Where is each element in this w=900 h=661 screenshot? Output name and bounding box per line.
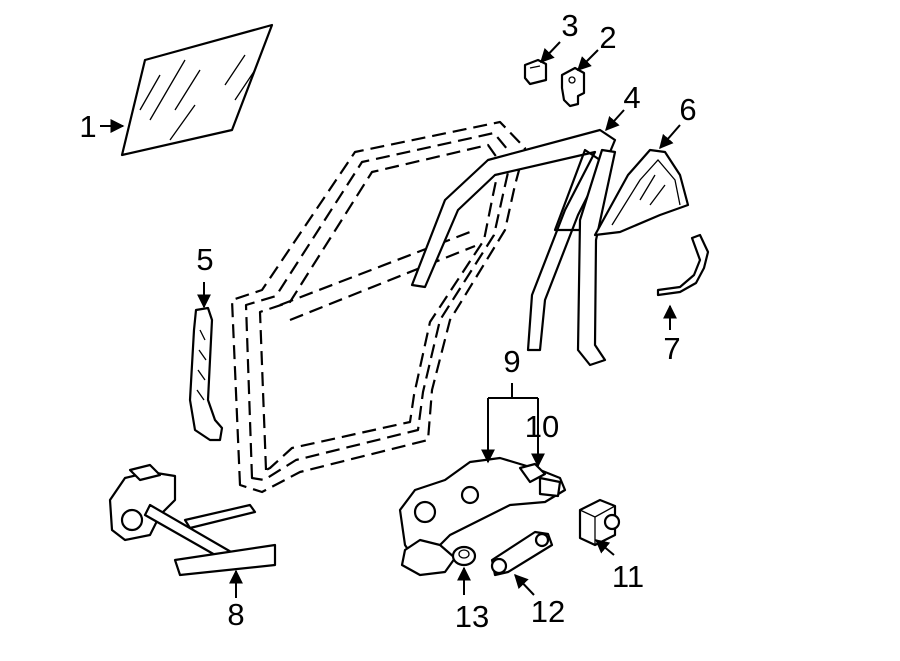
callout-8: 8 [227,597,244,632]
callout-7: 7 [663,331,680,366]
clip-part-3 [523,58,548,86]
callout-2: 2 [599,20,616,55]
bushing-part [451,545,477,567]
glass-run-channel-part [410,128,617,367]
callout-3: 3 [561,8,578,43]
door-glass-part [120,23,274,157]
crank-handle-part [490,530,554,577]
callout-11: 11 [612,559,644,594]
callout-10: 10 [525,409,559,444]
callout-9: 9 [503,344,520,379]
callout-4: 4 [623,80,640,115]
switch-block-part [578,498,621,547]
clip-part-2 [560,66,586,108]
window-regulator-part [108,463,277,577]
leader-lines [100,41,681,598]
callout-1: 1 [79,109,96,144]
callout-5: 5 [196,242,213,277]
power-regulator-assembly-part [398,456,567,577]
seal-part [656,233,710,297]
callout-13: 13 [455,599,489,634]
callout-12: 12 [531,594,565,629]
callout-6: 6 [679,92,696,127]
quarter-glass-part [593,148,690,237]
vertical-guide-part [188,306,224,442]
callout-labels: 1 2 3 4 5 6 7 8 9 10 11 12 13 [79,8,696,634]
